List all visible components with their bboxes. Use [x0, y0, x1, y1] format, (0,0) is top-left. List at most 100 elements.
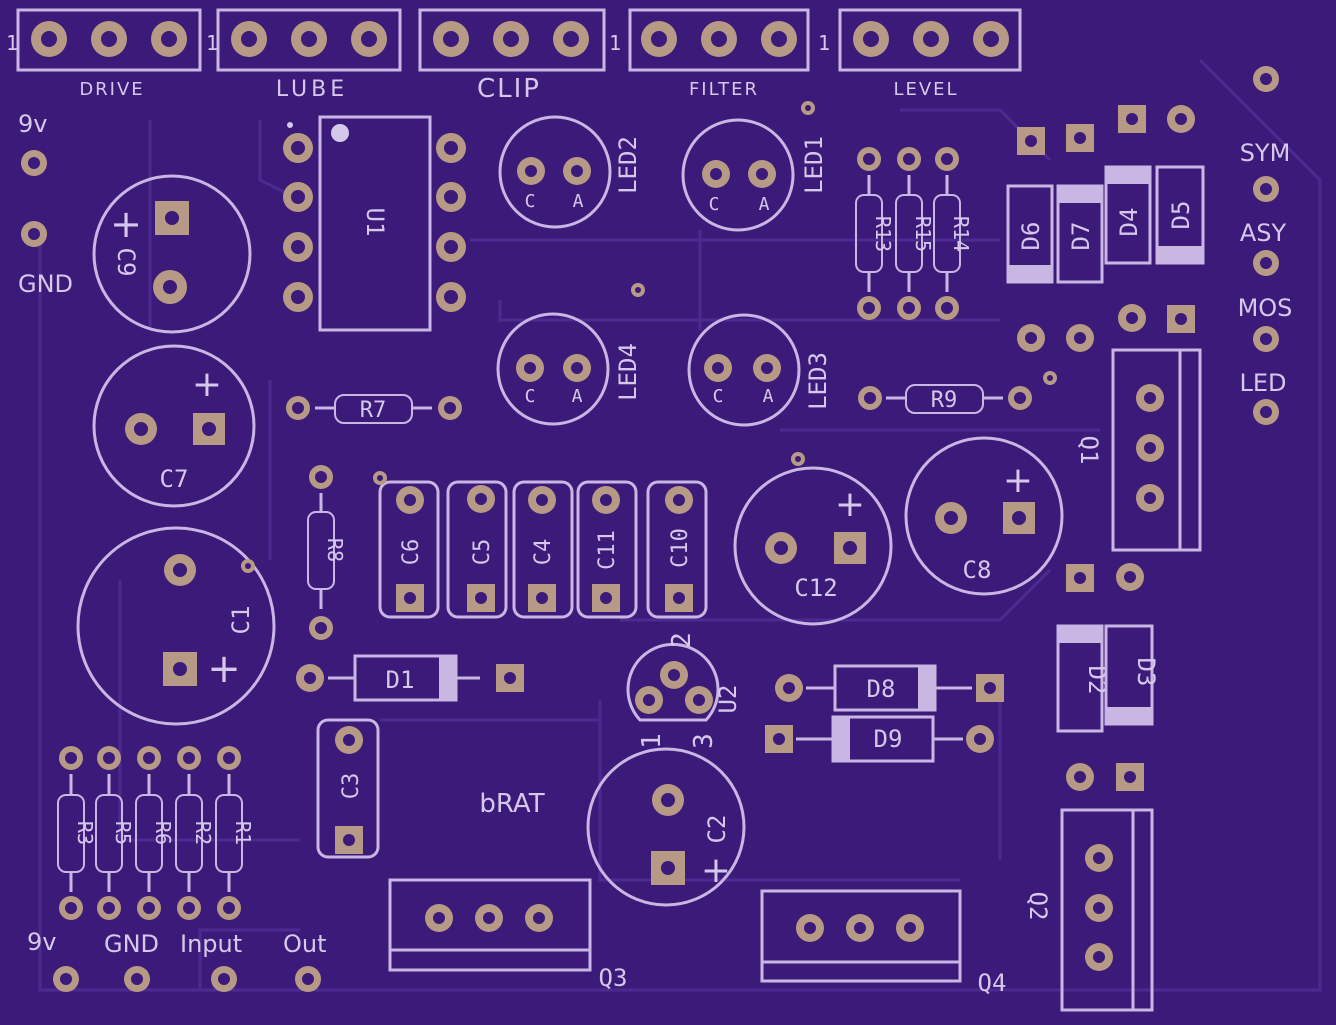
transistor-q2: Q2 — [1024, 808, 1154, 1012]
diode-d5: D5 — [1155, 105, 1205, 333]
label-sym: SYM — [1240, 139, 1291, 167]
resistor-r1: R1 — [215, 746, 255, 920]
led-led1: C A LED1 — [681, 101, 828, 232]
copper-traces — [38, 58, 1322, 992]
label-q4: Q4 — [978, 969, 1007, 997]
resistor-r7: R7 — [286, 394, 462, 424]
u2-pin2: 2 — [667, 632, 697, 648]
label-q2: Q2 — [1024, 892, 1052, 921]
label-d4: D4 — [1115, 208, 1143, 237]
label-c7: C7 — [160, 465, 189, 493]
capacitor-c6: C6 — [373, 471, 440, 619]
led-anode: A — [573, 191, 584, 212]
diode-d3: D3 — [1104, 563, 1160, 791]
ic-u1: U1 — [283, 115, 466, 332]
label-r13: R13 — [871, 216, 895, 252]
label-drive: DRIVE — [79, 79, 144, 100]
pin1-marker: 1 — [206, 31, 218, 55]
diode-d1: D1 — [296, 654, 524, 702]
label-d5: D5 — [1167, 201, 1195, 230]
label-r9: R9 — [931, 388, 958, 413]
label-r5: R5 — [111, 821, 135, 845]
label-led1: LED1 — [800, 136, 828, 194]
board-title: bRAT — [479, 789, 544, 819]
label-r8: R8 — [323, 538, 347, 562]
label-r3: R3 — [73, 821, 97, 845]
label-c2: C2 — [703, 815, 731, 844]
label-r15: R15 — [911, 216, 935, 252]
led-anode: A — [759, 194, 770, 215]
plus-sign: + — [192, 364, 222, 405]
label-level: LEVEL — [893, 79, 958, 100]
led-anode: A — [572, 386, 583, 407]
label-c4: C4 — [531, 539, 556, 566]
resistor-r14: R14 — [933, 147, 973, 320]
label-c3: C3 — [339, 773, 364, 800]
label-d6: D6 — [1017, 222, 1045, 251]
capacitor-c10: C10 — [646, 480, 708, 619]
label-c12: C12 — [794, 574, 837, 602]
diode-d8: D8 — [775, 664, 1004, 712]
label-clip: CLIP — [477, 74, 541, 104]
led-led4: C A LED4 — [496, 283, 645, 426]
led-cathode: C — [525, 386, 536, 407]
capacitor-c5: C5 — [446, 480, 508, 619]
diode-d7: D7 — [1056, 124, 1104, 352]
regulator-u2: U2 1 2 3 — [626, 632, 742, 749]
pot-header-lube: 1 LUBE — [206, 8, 402, 102]
switch-pads: SYM ASY MOS LED — [1238, 66, 1293, 425]
pin1-marker: 1 — [609, 31, 621, 55]
label-c5: C5 — [470, 539, 495, 566]
label-u1: U1 — [361, 208, 389, 237]
u2-pin3: 3 — [689, 733, 719, 749]
led-cathode: C — [713, 386, 724, 407]
led-anode: A — [763, 386, 774, 407]
label-filter: FILTER — [689, 79, 759, 100]
resistor-r5: R5 — [95, 746, 135, 920]
resistor-r2: R2 — [175, 746, 215, 920]
label-c10: C10 — [668, 528, 693, 568]
label-d7: D7 — [1067, 222, 1095, 251]
label-9v-top: 9v — [18, 110, 47, 138]
transistor-q1: Q1 — [1075, 348, 1202, 552]
pot-header-clip: CLIP — [418, 8, 606, 104]
label-d3: D3 — [1132, 658, 1160, 687]
plus-sign: + — [110, 202, 142, 246]
label-r7: R7 — [360, 398, 387, 423]
capacitor-c11: C11 — [576, 480, 638, 619]
pot-header-drive: 1 DRIVE — [6, 8, 202, 100]
led-cathode: C — [525, 191, 536, 212]
resistor-r3: R3 — [57, 746, 97, 920]
label-r2: R2 — [191, 821, 215, 845]
pin1-marker: 1 — [6, 31, 18, 55]
label-u2: U2 — [714, 685, 742, 714]
label-led3: LED3 — [804, 352, 832, 410]
label-lube: LUBE — [276, 77, 348, 102]
label-q1: Q1 — [1075, 436, 1103, 465]
transistor-q4: Q4 — [760, 889, 1007, 997]
capacitor-c1: + C1 — [76, 526, 276, 726]
capacitor-c8: + C8 — [904, 436, 1064, 596]
capacitor-c2: + C2 — [586, 747, 746, 907]
pin1-marker: 1 — [818, 31, 830, 55]
label-led2: LED2 — [614, 136, 642, 194]
diode-d6: D6 — [1006, 127, 1054, 352]
label-led4: LED4 — [614, 343, 642, 401]
label-r6: R6 — [151, 821, 175, 845]
resistor-r9: R9 — [858, 371, 1057, 414]
label-r14: R14 — [949, 216, 973, 252]
resistor-r6: R6 — [135, 746, 175, 920]
capacitor-c3: C3 — [316, 718, 380, 859]
resistor-r8: R8 — [307, 465, 347, 640]
label-d1: D1 — [386, 666, 415, 694]
led-led2: C A LED2 — [498, 115, 642, 229]
label-c8: C8 — [963, 556, 992, 584]
plus-sign: + — [1003, 460, 1033, 501]
label-gnd-top: GND — [18, 270, 73, 298]
label-mos: MOS — [1238, 294, 1293, 322]
power-input-top: 9v GND — [18, 110, 73, 298]
io-pads: 9v GND Input Out — [27, 928, 327, 992]
label-9v-io: 9v — [27, 928, 56, 956]
resistor-r13: R13 — [855, 147, 895, 320]
resistor-r15: R15 — [895, 147, 935, 320]
